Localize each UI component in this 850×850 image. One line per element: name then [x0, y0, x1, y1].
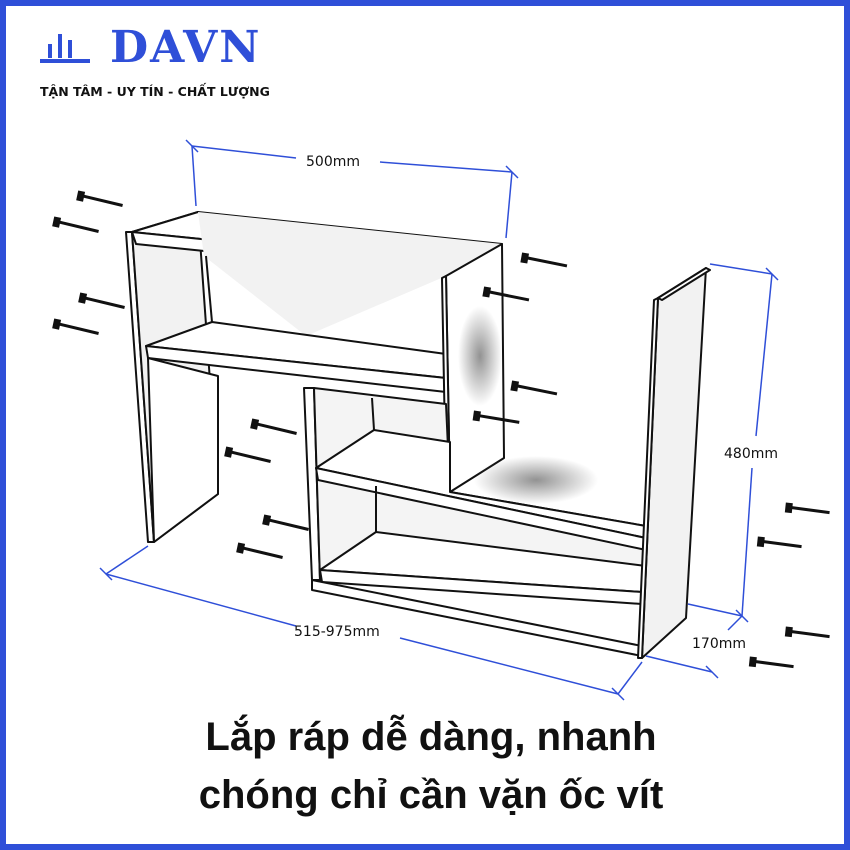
screw-icon [78, 292, 125, 309]
dimension-lines [99, 139, 779, 701]
brand-tagline: TẬN TÂM - UY TÍN - CHẤT LƯỢNG [40, 84, 270, 99]
screw-icon [784, 626, 830, 639]
dimension-width-top: 500mm [306, 154, 360, 170]
screw-icon [236, 542, 283, 559]
brand-name: DAVN [110, 22, 262, 73]
caption: Lắp ráp dễ dàng, nhanh chóng chỉ cần vặn… [6, 708, 850, 824]
right-unit [303, 243, 711, 659]
screw-icon [784, 502, 830, 515]
caption-line-2: chóng chỉ cần vặn ốc vít [198, 773, 664, 817]
screw-icon [262, 514, 309, 531]
screw-icon [482, 286, 530, 302]
screw-icon [520, 252, 568, 268]
bar-chart-icon [40, 34, 90, 63]
screw-icon [472, 410, 520, 424]
screw-icon [224, 446, 271, 463]
left-unit [125, 211, 503, 543]
screw-icon [52, 318, 99, 335]
screw-icon [250, 418, 297, 435]
screw-icon [52, 216, 99, 233]
screw-icon [76, 190, 123, 207]
screw-icon [756, 536, 802, 549]
caption-line-1: Lắp ráp dễ dàng, nhanh [205, 715, 657, 759]
screw-icon [510, 380, 558, 396]
screws [52, 190, 830, 669]
shelf-drawing: 500mm 480mm 170mm 515-975mm [52, 139, 830, 701]
dimension-height: 480mm [724, 446, 778, 462]
screw-icon [748, 656, 794, 669]
dimension-width-total: 515-975mm [294, 624, 380, 640]
dimension-depth: 170mm [692, 636, 746, 652]
